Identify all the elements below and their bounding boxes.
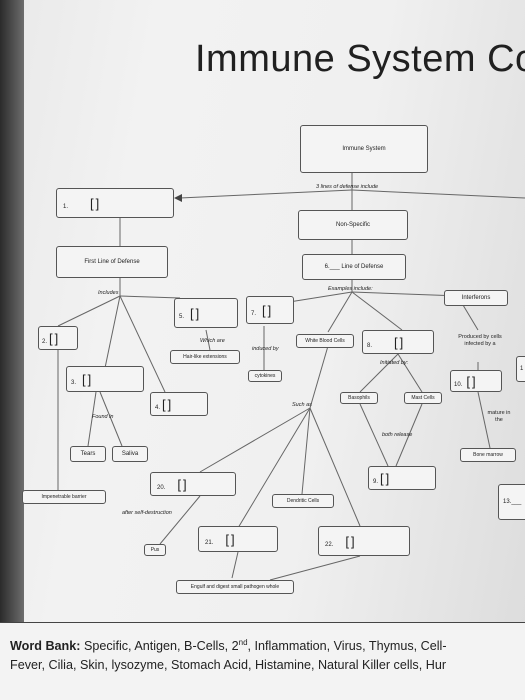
label-initiated-by: Initiated by: [380,360,409,366]
line-of-defense-box: 6.___ Line of Defense [302,254,406,280]
blank-9-bracket: [] [380,470,392,486]
blank-1-bracket: [] [90,195,102,211]
blank-4-bracket: [] [162,396,174,412]
pus-box: Pus [144,544,166,556]
word-bank-label: Word Bank: [10,639,81,654]
blank-4-number: 4. [155,404,161,411]
blank-21-bracket: [] [225,531,237,547]
blank-3-box: 3. [] [66,366,144,392]
blank-8-bracket: [] [394,334,406,350]
worksheet-title: Immune System Co [195,38,525,80]
page-edge-shadow [0,0,24,700]
blank-13-number: 13.___ [503,499,522,505]
blank-10-box: 10.[] [450,370,502,392]
blank-22-box: 22. [] [318,526,410,556]
blank-7-box: 7. [] [246,296,294,324]
label-found-in: Found in [92,414,114,420]
label-both-release: both release [382,432,413,438]
blank-9-box: 9.[] [368,466,436,490]
label-mature-in: mature in the [487,410,511,423]
label-examples-include: Examples include: [328,286,373,292]
blank-10-bracket: [] [466,373,478,389]
blank-2-number: 2. [42,338,48,345]
blank-1-number: 1. [63,203,69,210]
saliva-box: Saliva [112,446,148,462]
label-after-self-destruction: after self-destruction [122,510,172,516]
blank-7-number: 7. [251,310,257,317]
non-specific-box: Non-Specific [298,210,408,240]
hair-like-extensions-box: Hair-like extensions [170,350,240,364]
label-includes: Includes [98,290,119,296]
partial-box-right: 1 [516,356,525,382]
blank-21-number: 21. [205,539,214,546]
mast-cells-box: Mast Cells [404,392,442,404]
word-bank-text: Word Bank: Specific, Antigen, B-Cells, 2… [10,633,525,675]
blank-2-bracket: [] [49,330,61,346]
label-such-as: Such as [292,402,312,408]
label-produced-by: Produced by cells infected by a [458,334,502,347]
blank-5-number: 5. [179,313,185,320]
dendritic-cells-box: Dendritic Cells [272,494,334,508]
blank-22-bracket: [] [345,533,357,549]
impenetrable-barrier-box: Impenetrable barrier [22,490,106,504]
label-lines-of-defense: 3 lines of defense include [316,184,379,190]
blank-20-box: 20. [] [150,472,236,496]
blank-22-number: 22. [325,541,334,548]
blank-5-box: 5. [] [174,298,238,328]
engulf-digest-box: Engulf and digest small pathogen whole [176,580,294,594]
label-which-are: Which are [200,338,225,344]
blank-5-bracket: [] [190,305,202,321]
blank-8-number: 8. [367,342,373,349]
cytokines-box: cytokines [248,370,282,382]
blank-2-box: 2.[] [38,326,78,350]
blank-20-bracket: [] [177,476,189,492]
tears-box: Tears [70,446,106,462]
first-line-defense-box: First Line of Defense [56,246,168,278]
blank-21-box: 21. [] [198,526,278,552]
blank-13-box: 13.___ [498,484,525,520]
blank-10-number: 10. [454,381,463,388]
word-bank-sup: nd [238,638,248,647]
bone-marrow-box: Bone marrow [460,448,516,462]
blank-1-box: 1. [] [56,188,174,218]
word-bank-line1b: , Inflammation, Virus, Thymus, Cell- [247,639,447,654]
blank-3-bracket: [] [82,371,94,387]
blank-7-bracket: [] [262,302,274,318]
interferons-box: Interferons [444,290,508,306]
basophils-box: Basophils [340,392,378,404]
label-induced-by: induced by [252,346,279,352]
word-bank-panel: Word Bank: Specific, Antigen, B-Cells, 2… [0,622,525,700]
word-bank-line2: Fever, Cilia, Skin, lysozyme, Stomach Ac… [10,658,447,673]
blank-4-box: 4.[] [150,392,208,416]
blank-3-number: 3. [71,379,77,386]
blank-8-box: 8. [] [362,330,434,354]
immune-system-box: Immune System [300,125,428,173]
partial-box-number: 1 [520,366,524,372]
white-blood-cells-box: White Blood Cells [296,334,354,348]
blank-20-number: 20. [157,484,166,491]
blank-9-number: 9. [373,478,379,485]
word-bank-line1: Specific, Antigen, B-Cells, 2 [83,639,239,654]
